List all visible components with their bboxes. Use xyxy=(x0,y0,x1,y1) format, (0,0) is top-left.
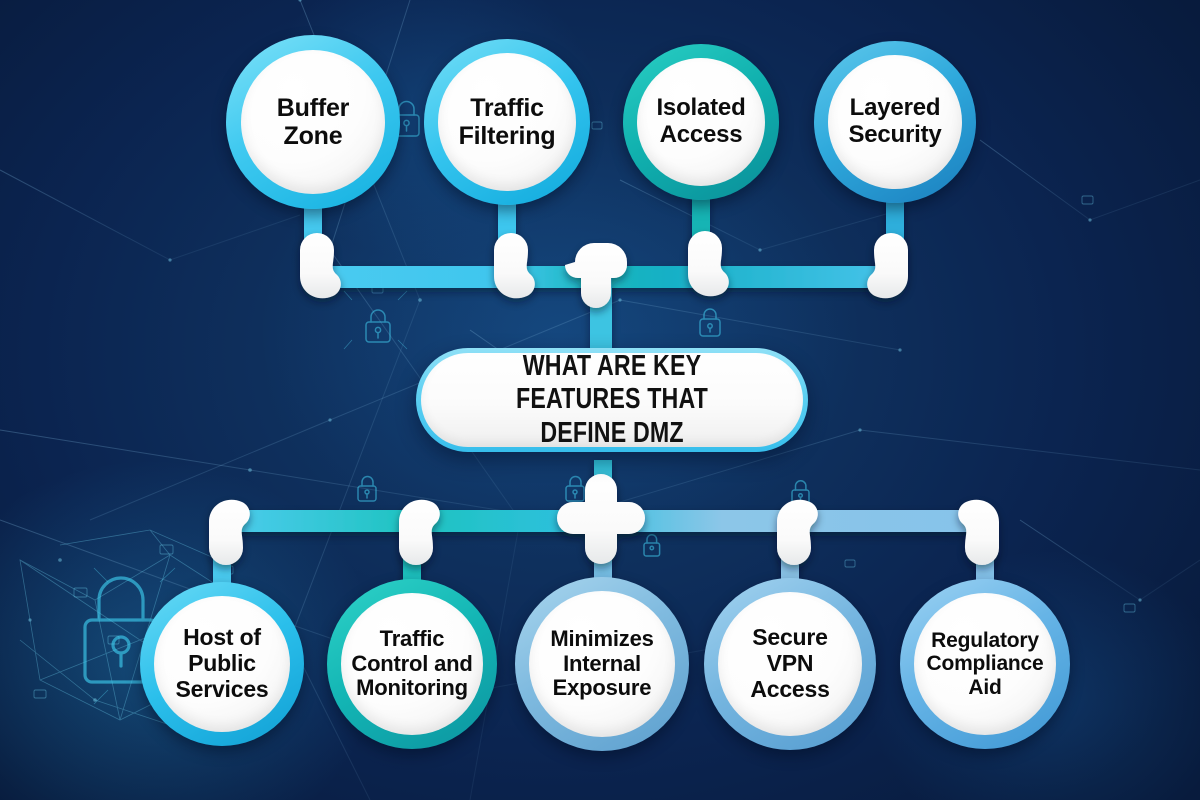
page-title: WHAT ARE KEY FEATURES THAT DEFINE DMZ xyxy=(516,350,708,449)
node-layered-security[interactable]: Layered Security xyxy=(814,41,976,203)
padlock-icon xyxy=(565,475,585,502)
padlock-icon xyxy=(699,308,721,337)
padlock-icon xyxy=(365,309,391,343)
node-regulatory-compliance[interactable]: Regulatory Compliance Aid xyxy=(900,579,1070,749)
node-traffic-filtering[interactable]: Traffic Filtering xyxy=(424,39,590,205)
node-traffic-control[interactable]: Traffic Control and Monitoring xyxy=(327,579,497,749)
node-secure-vpn-access[interactable]: Secure VPN Access xyxy=(704,578,876,750)
node-label: Isolated Access xyxy=(656,94,746,148)
node-host-public-services[interactable]: Host of Public Services xyxy=(140,582,304,746)
node-label: Host of Public Services xyxy=(175,624,269,702)
node-isolated-access[interactable]: Isolated Access xyxy=(623,44,779,200)
padlock-icon xyxy=(791,480,810,505)
center-title-card[interactable]: WHAT ARE KEY FEATURES THAT DEFINE DMZ xyxy=(416,348,808,452)
node-label: Secure VPN Access xyxy=(750,624,830,702)
node-label: Buffer Zone xyxy=(276,94,350,150)
node-label: Regulatory Compliance Aid xyxy=(926,628,1044,699)
node-buffer-zone[interactable]: Buffer Zone xyxy=(226,35,400,209)
node-label: Traffic Control and Monitoring xyxy=(351,626,473,701)
node-label: Traffic Filtering xyxy=(458,94,556,150)
center-title-inner: WHAT ARE KEY FEATURES THAT DEFINE DMZ xyxy=(421,350,803,449)
node-label: Minimizes Internal Exposure xyxy=(550,626,654,701)
node-minimizes-exposure[interactable]: Minimizes Internal Exposure xyxy=(515,577,689,751)
padlock-icon xyxy=(357,475,377,502)
node-label: Layered Security xyxy=(848,94,942,148)
padlock-icon xyxy=(643,534,661,557)
